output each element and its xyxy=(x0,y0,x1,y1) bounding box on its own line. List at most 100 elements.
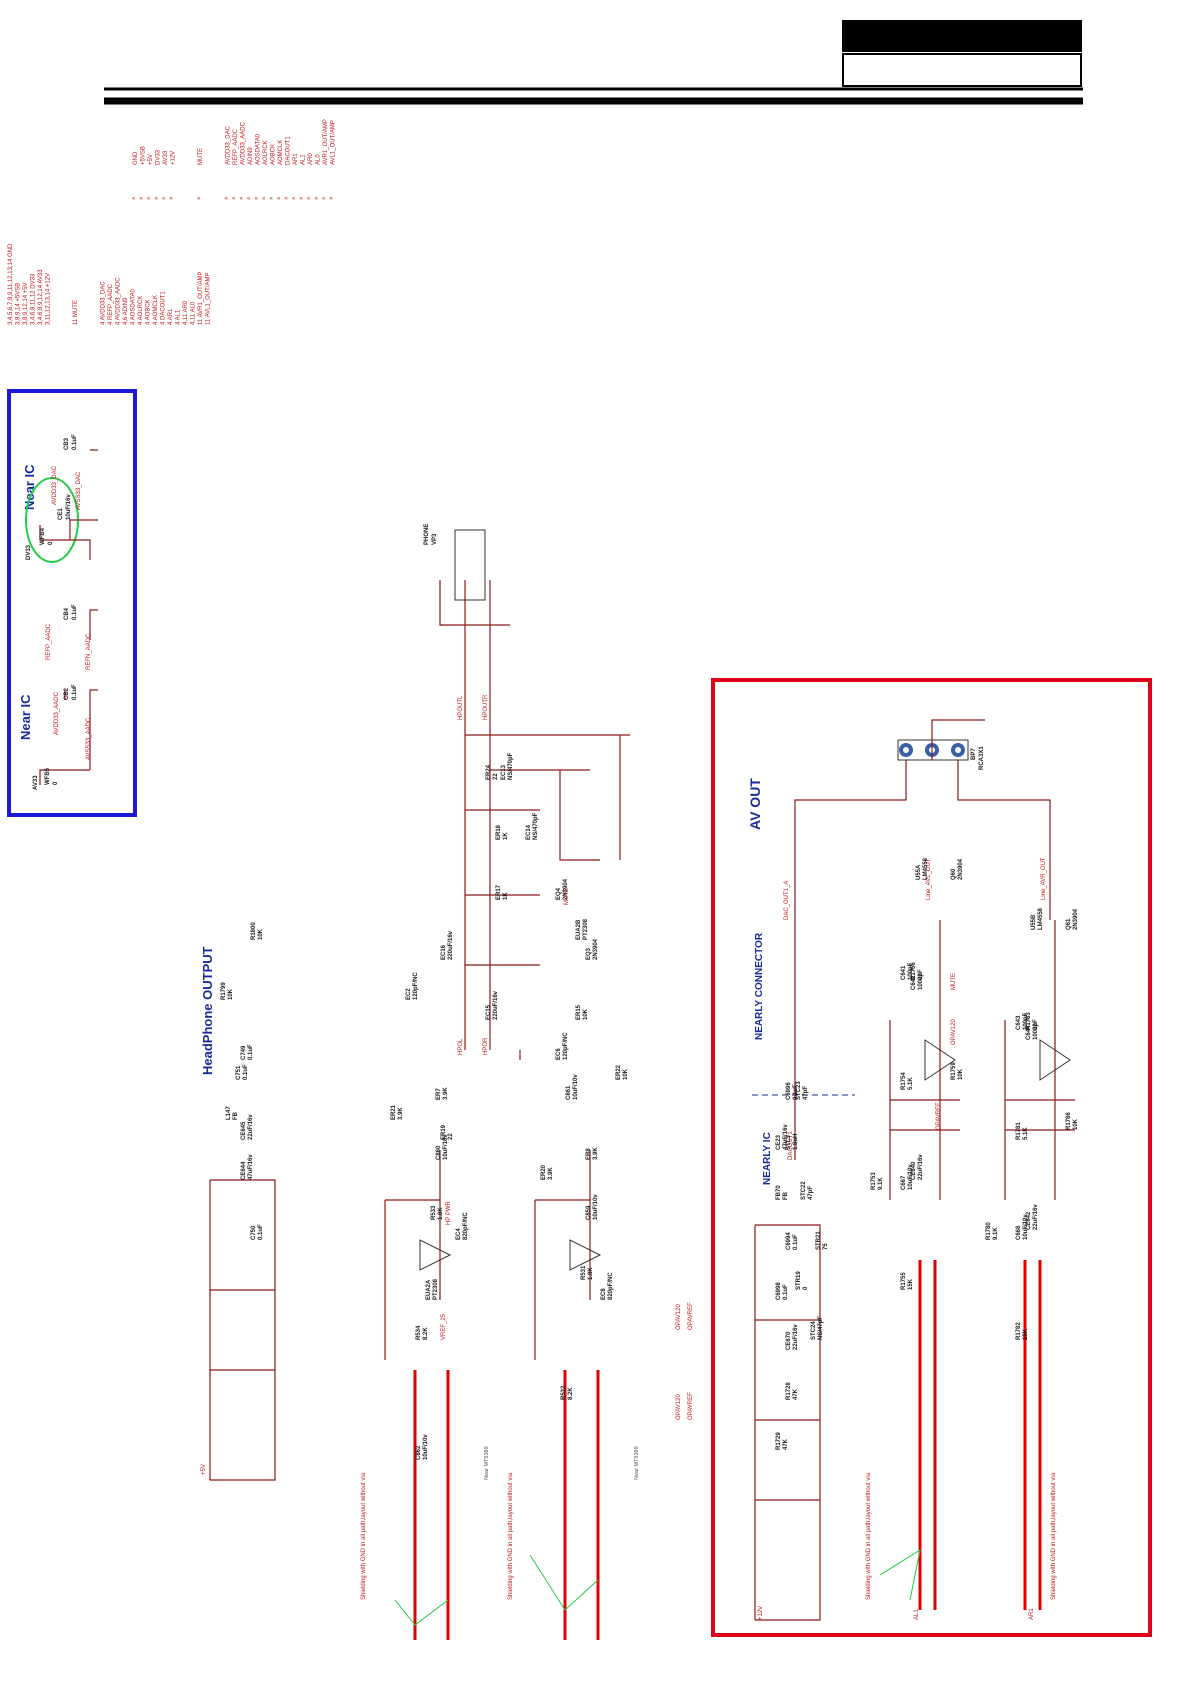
headphone-part-value: 3.9K xyxy=(398,1107,404,1120)
port-arrow-icon: « xyxy=(140,196,144,202)
headphone-part-value: 820pF/NC xyxy=(463,1212,469,1240)
near-ic-net-label: AVSS33_AADC xyxy=(86,717,92,760)
port-entry: 4,11 AR0 xyxy=(183,300,189,325)
av-part-ref: R1782 xyxy=(1016,1322,1022,1340)
near-ic-part-value: 0.1uF xyxy=(72,604,78,620)
near-ic-title-1: Near IC xyxy=(18,694,33,740)
headphone-part-ref: ER19 xyxy=(441,1124,447,1140)
nearly-connector-title: NEARLY CONNECTOR xyxy=(754,932,765,1040)
av-part-ref: R1729 xyxy=(776,1432,782,1450)
port-entry: 3,11,12,13,14 +12V xyxy=(46,273,52,325)
near-ic-part-ref: AV33 xyxy=(33,775,39,790)
near-ic-part-ref: WFB4 xyxy=(40,527,46,545)
av-part-value: FB xyxy=(783,1191,789,1200)
av-part-ref: CE670 xyxy=(786,1331,792,1350)
headphone-part-value: PT2308 xyxy=(583,918,589,940)
headphone-part-value: 1K xyxy=(503,832,509,840)
headphone-part-ref: C750 xyxy=(251,1225,257,1240)
av-part-ref: R1780 xyxy=(986,1222,992,1240)
near-ic-part-value: 0 xyxy=(53,781,59,785)
port-entry: 4,6 ADIN9 xyxy=(123,297,129,325)
port-entry: 4 AR1 xyxy=(168,308,174,325)
port-net-label: AL0 xyxy=(316,154,322,165)
port-net-label: AL1 xyxy=(301,154,307,165)
av-part-ref: R1728 xyxy=(786,1382,792,1400)
headphone-part-value: 10K xyxy=(623,1068,629,1080)
port-arrow-icon: « xyxy=(322,196,326,202)
av-part-ref: R1781 xyxy=(1016,1122,1022,1140)
av-part-ref: STC22 xyxy=(801,1181,807,1200)
port-entry: 4 AL1 xyxy=(176,309,182,325)
av-part-value: 22uF/16v xyxy=(1033,1204,1039,1230)
headphone-net-label: MUTE xyxy=(564,888,570,905)
port-entry: 4 DACOUT1 xyxy=(161,291,167,325)
headphone-part-ref: R1800 xyxy=(251,922,257,940)
av-part-value: 9.1K xyxy=(993,1227,999,1240)
headphone-part-value: 120pF/NC xyxy=(563,1032,569,1060)
port-arrow-icon: « xyxy=(315,196,319,202)
port-entry: 4,11 AL0 xyxy=(191,301,197,325)
headphone-part-ref: ER7 xyxy=(436,1088,442,1100)
headphone-part-value: 220uF/16v xyxy=(448,930,454,960)
near-ic-part-ref: CB2 xyxy=(64,687,70,700)
headphone-net-label: HPOR xyxy=(483,1037,489,1055)
headphone-output-title: HeadPhone OUTPUT xyxy=(200,946,215,1075)
phone-jack-name: PHONE xyxy=(424,524,430,545)
av-part-value: 47K xyxy=(793,1388,799,1400)
av-part-value: 47pF xyxy=(803,1086,809,1100)
headphone-part-value: 0.1uF xyxy=(243,1064,249,1080)
headphone-part-value: 2N3904 xyxy=(593,938,599,960)
opav-port-label-2: OPAV120 xyxy=(676,1394,682,1420)
port-net-label: AOSDATA0 xyxy=(256,133,262,165)
headphone-part-value: 10K xyxy=(583,1008,589,1020)
headphone-part-value: 10uF/10v xyxy=(573,1074,579,1100)
rca-connector-value: BP7 xyxy=(971,748,977,760)
port-arrow-icon: « xyxy=(247,196,251,202)
headphone-part-ref: ER8 xyxy=(586,1148,592,1160)
av-part-value: LM4558 xyxy=(1038,907,1044,930)
port-entry: 4 REFP_AADC xyxy=(108,283,114,325)
av-part-ref: C644 xyxy=(1026,1025,1032,1040)
headphone-part-ref: C862 xyxy=(416,1445,422,1460)
port-arrow-icon: « xyxy=(170,196,174,202)
av-part-value: 9.1K xyxy=(878,1177,884,1190)
headphone-part-value: 3.9K xyxy=(593,1147,599,1160)
headphone-part-ref: EC14 xyxy=(526,824,532,840)
shield-traces-av xyxy=(879,1260,1042,1610)
port-net-label: MUTE xyxy=(198,148,204,165)
port-arrow-icon: « xyxy=(255,196,259,202)
headphone-part-value: 120pF/NC xyxy=(413,972,419,1000)
port-net-label: GND xyxy=(133,151,139,165)
port-net-label: AVL1_OUT/AMP xyxy=(331,120,337,165)
port-arrow-icon: « xyxy=(225,196,229,202)
port-net-label: AVDD33_AADC xyxy=(241,121,247,165)
headphone-part-value: 0.1uF xyxy=(258,1224,264,1240)
near-ic-wiring xyxy=(39,449,98,785)
port-arrow-icon: « xyxy=(155,196,159,202)
av-part-ref: STC24 xyxy=(811,1321,817,1340)
av-part-ref: Q60 xyxy=(951,868,957,880)
av-part-ref: C667 xyxy=(901,1175,907,1190)
headphone-part-ref: R532 xyxy=(561,1385,567,1400)
headphone-part-value: 3.9K xyxy=(548,1167,554,1180)
rca-connector-ref: RCA3X1 xyxy=(979,746,985,770)
near-ic-part-ref: CB4 xyxy=(64,607,70,620)
av-part-ref: R1753 xyxy=(871,1172,877,1190)
av-net-label: AL1 xyxy=(914,1609,920,1620)
port-net-label: DACOUT1 xyxy=(286,136,292,165)
av-part-value: LM4558 xyxy=(923,857,929,880)
av-part-value: 2N3904 xyxy=(958,858,964,880)
av-part-ref: CE642 xyxy=(1026,1211,1032,1230)
av-part-value: 10K xyxy=(958,1068,964,1080)
port-entry: 3,4,6,8,11,12 DV33 xyxy=(31,273,37,325)
headphone-part-ref: CE645 xyxy=(241,1121,247,1140)
port-net-label: AOMCLK xyxy=(278,140,284,165)
headphone-part-value: 1K xyxy=(503,892,509,900)
port-net-label: AR0 xyxy=(308,153,314,165)
av-net-label: DACOUT1 xyxy=(788,1131,794,1160)
